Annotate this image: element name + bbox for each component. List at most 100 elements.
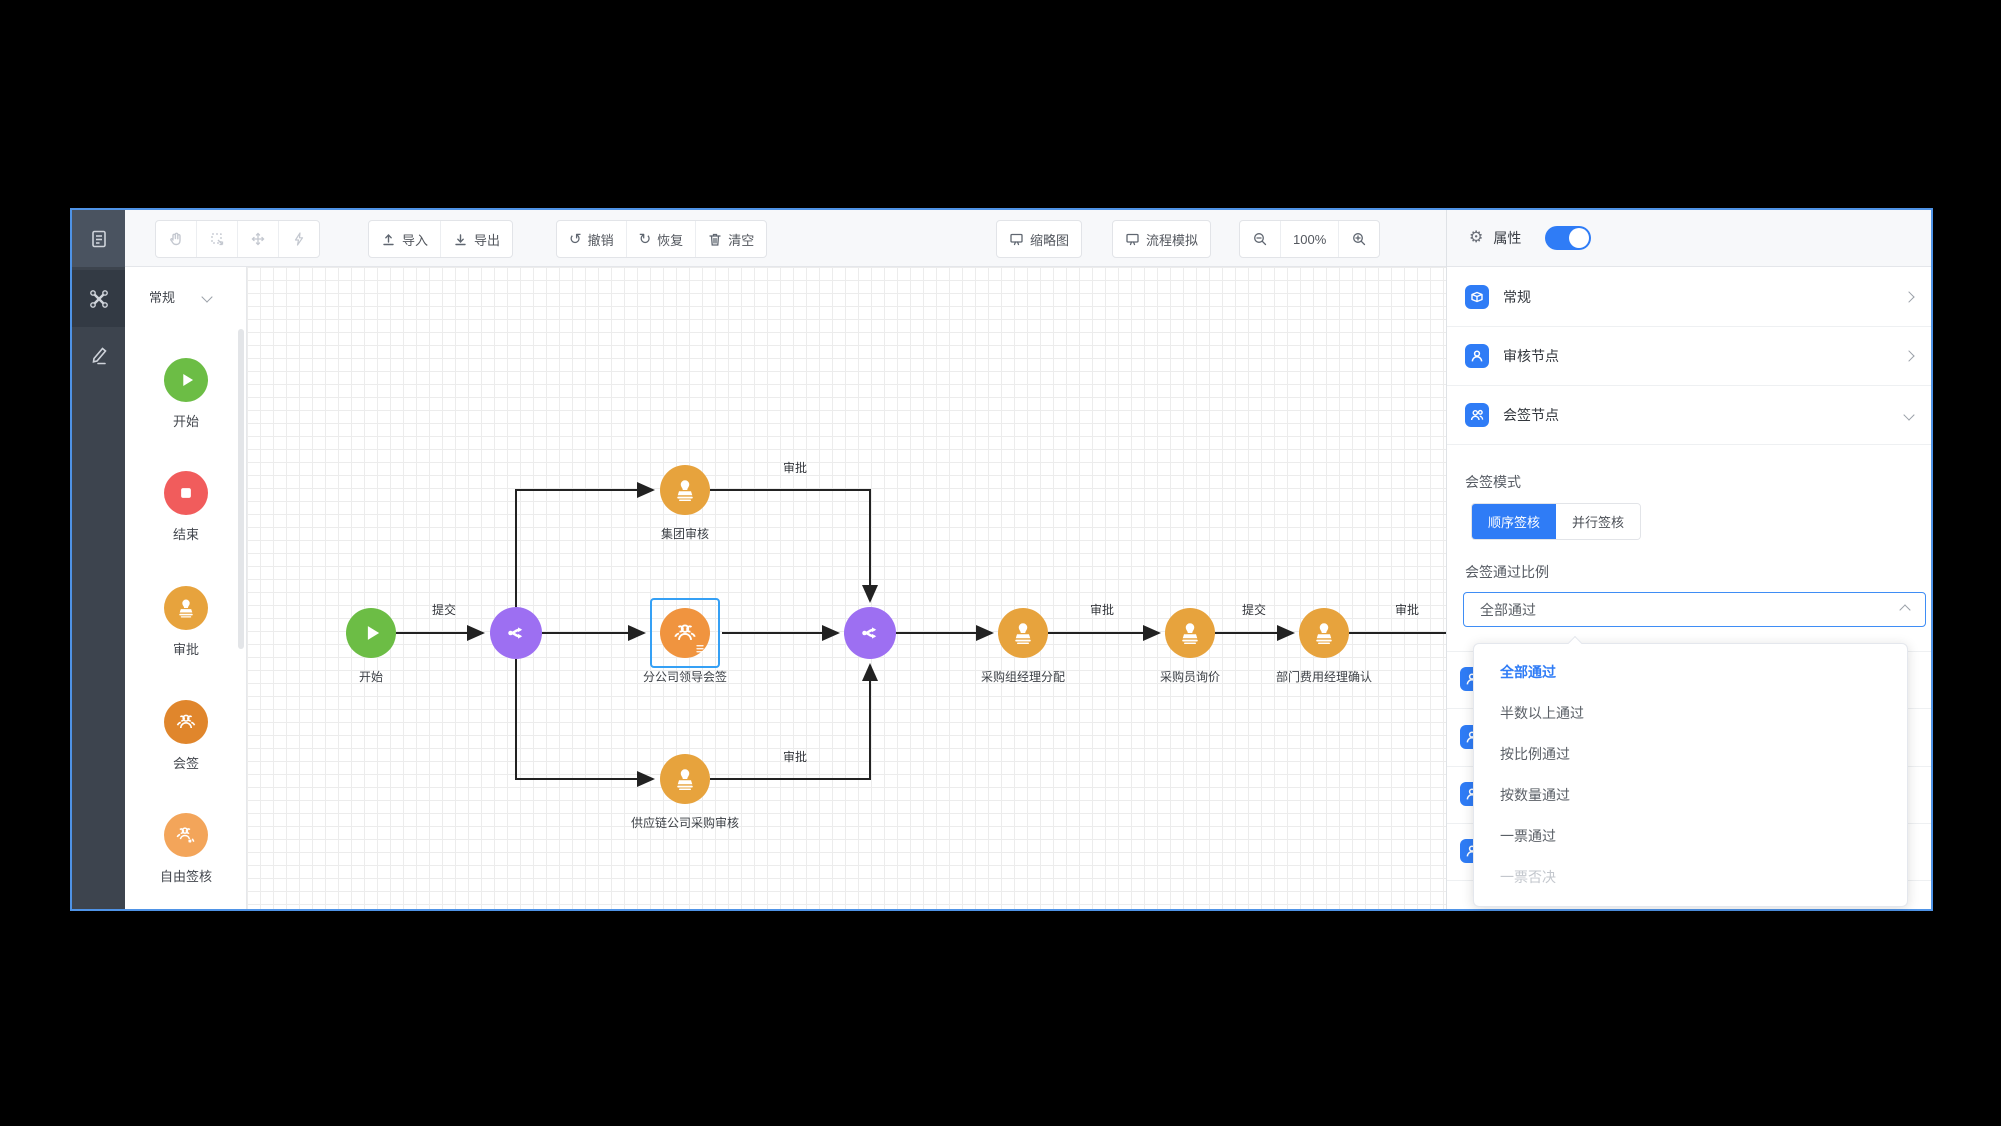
hand-icon[interactable]	[156, 221, 197, 257]
flow-node-caigouzu[interactable]	[998, 608, 1048, 658]
flow-node-bumen[interactable]	[1299, 608, 1349, 658]
toolbar: 导入 导出 ↺ 撤销 ↻ 恢复 清空 缩略图	[125, 210, 1448, 267]
node-label: 部门费用经理确认	[1275, 670, 1372, 684]
edge-label: 审批	[1089, 603, 1114, 617]
simulate-group: 流程模拟	[1112, 220, 1212, 258]
history-group: ↺ 撤销 ↻ 恢复 清空	[556, 220, 768, 258]
undo-icon: ↺	[569, 230, 582, 248]
zoom-out-button[interactable]	[1240, 221, 1281, 257]
document-icon[interactable]	[72, 210, 125, 267]
lightning-icon[interactable]	[279, 221, 319, 257]
panel-section-2[interactable]: 审核节点	[1447, 327, 1931, 386]
palette-node-countersign[interactable]: 会签	[125, 700, 247, 772]
sign-mode-option[interactable]: 并行签核	[1556, 504, 1641, 539]
dropdown-option: 一票否决	[1500, 869, 1556, 885]
edge-label: 提交	[431, 603, 456, 617]
section-label: 审核节点	[1503, 348, 1559, 364]
clear-button[interactable]: 清空	[696, 221, 766, 257]
dropdown-option[interactable]: 按比例通过	[1500, 746, 1570, 762]
pass-ratio-label: 会签通过比例	[1465, 564, 1549, 580]
flow-node-caigouyuan[interactable]	[1165, 608, 1215, 658]
redo-button[interactable]: ↻ 恢复	[627, 221, 697, 257]
flow-node-fengongsi[interactable]	[660, 608, 710, 658]
panel-title: 属性	[1493, 230, 1522, 246]
group-icon	[1465, 403, 1489, 427]
pencil-icon[interactable]	[72, 326, 125, 383]
palette-node-label: 结束	[172, 527, 199, 542]
flow-canvas[interactable]: 提交审批审批审批提交审批开始集团审核分公司领导会签供应链公司采购审核采购组经理分…	[247, 267, 1448, 909]
flow-node-start[interactable]	[346, 608, 396, 658]
cube-icon	[1465, 285, 1489, 309]
properties-toggle[interactable]	[1545, 226, 1592, 250]
thumbnail-label: 缩略图	[1030, 232, 1070, 248]
dropdown-option[interactable]: 全部通过	[1500, 664, 1556, 680]
node-label: 采购员询价	[1159, 670, 1220, 684]
panel-section-3[interactable]: 会签节点	[1447, 386, 1931, 445]
activity-bar	[72, 210, 125, 909]
flow-node-gongyinglian[interactable]	[660, 754, 710, 804]
zoom-in-button[interactable]	[1339, 221, 1379, 257]
dropdown-option[interactable]: 一票通过	[1500, 828, 1556, 844]
properties-panel: ⚙ 属性 常规 审核节点 会签节点 会签模式 顺序签核并行签核 会签通过比例 全…	[1446, 210, 1931, 909]
pass-ratio-value: 全部通过	[1480, 601, 1536, 618]
palette-node-start[interactable]: 开始	[125, 358, 247, 430]
zoom-level[interactable]: 100%	[1281, 221, 1340, 257]
panel-header: ⚙ 属性	[1447, 210, 1931, 267]
stamp-icon	[1309, 618, 1339, 648]
flow-edges	[396, 482, 1448, 787]
flow-node-gw-split[interactable]	[490, 607, 542, 659]
palette-node-approval[interactable]: 审批	[125, 586, 247, 658]
stamp-icon	[164, 586, 208, 630]
share-icon	[501, 618, 531, 648]
palette-node-end[interactable]: 结束	[125, 471, 247, 543]
sign-mode-option[interactable]: 顺序签核	[1472, 504, 1557, 539]
thumbnail-button[interactable]: 缩略图	[997, 221, 1081, 257]
palette-group-label: 常规	[149, 290, 176, 305]
palette-node-free_sign[interactable]: 自由签核	[125, 813, 247, 885]
thumbnail-group: 缩略图	[996, 220, 1083, 258]
palette-node-label: 审批	[172, 642, 199, 657]
simulate-button[interactable]: 流程模拟	[1113, 221, 1210, 257]
import-label: 导入	[402, 232, 429, 248]
edge-label: 审批	[782, 750, 807, 764]
import-button[interactable]: 导入	[369, 221, 442, 257]
share-icon	[855, 618, 885, 648]
pass-ratio-select[interactable]: 全部通过	[1463, 592, 1926, 627]
move-icon[interactable]	[238, 221, 279, 257]
redo-icon: ↻	[638, 230, 652, 248]
panel-section-1[interactable]: 常规	[1447, 268, 1931, 327]
dropdown-option[interactable]: 按数量通过	[1500, 787, 1570, 803]
dropdown-option[interactable]: 半数以上通过	[1500, 705, 1584, 721]
stamp-icon	[670, 764, 700, 794]
minimap-icon	[1010, 233, 1023, 246]
play-icon	[164, 358, 208, 402]
marquee-select-icon[interactable]	[197, 221, 238, 257]
zoom-in-icon	[1353, 233, 1366, 246]
person-icon	[1465, 344, 1489, 368]
canvas-tools-group	[155, 220, 320, 258]
node-label: 采购组经理分配	[980, 670, 1065, 684]
palette-scrollbar[interactable]	[238, 329, 244, 649]
toggle-knob	[1569, 228, 1590, 248]
node-palette: 常规 开始 结束 审批 会签 自由签核	[125, 267, 247, 909]
node-label: 供应链公司采购审核	[630, 816, 739, 830]
palette-group-header[interactable]: 常规	[149, 287, 213, 306]
chevron-right-icon	[1903, 350, 1915, 362]
edge-label: 审批	[1394, 603, 1419, 617]
edge-label: 审批	[782, 461, 807, 475]
zoom-out-icon	[1254, 233, 1267, 246]
undo-button[interactable]: ↺ 撤销	[557, 221, 627, 257]
io-group: 导入 导出	[368, 220, 514, 258]
stamp-icon	[1008, 618, 1038, 648]
undo-label: 撤销	[587, 232, 614, 248]
palette-node-label: 会签	[172, 756, 199, 771]
pass-ratio-dropdown: 全部通过半数以上通过按比例通过按数量通过一票通过一票否决	[1473, 635, 1908, 907]
flow-node-gw-merge[interactable]	[844, 607, 896, 659]
export-button[interactable]: 导出	[441, 221, 512, 257]
flow-nodes-icon[interactable]	[72, 270, 125, 327]
flow-node-jituan[interactable]	[660, 465, 710, 515]
sign-mode-label: 会签模式	[1465, 474, 1521, 490]
dropdown-notch	[1567, 635, 1583, 651]
chevron-down-icon	[201, 290, 213, 303]
